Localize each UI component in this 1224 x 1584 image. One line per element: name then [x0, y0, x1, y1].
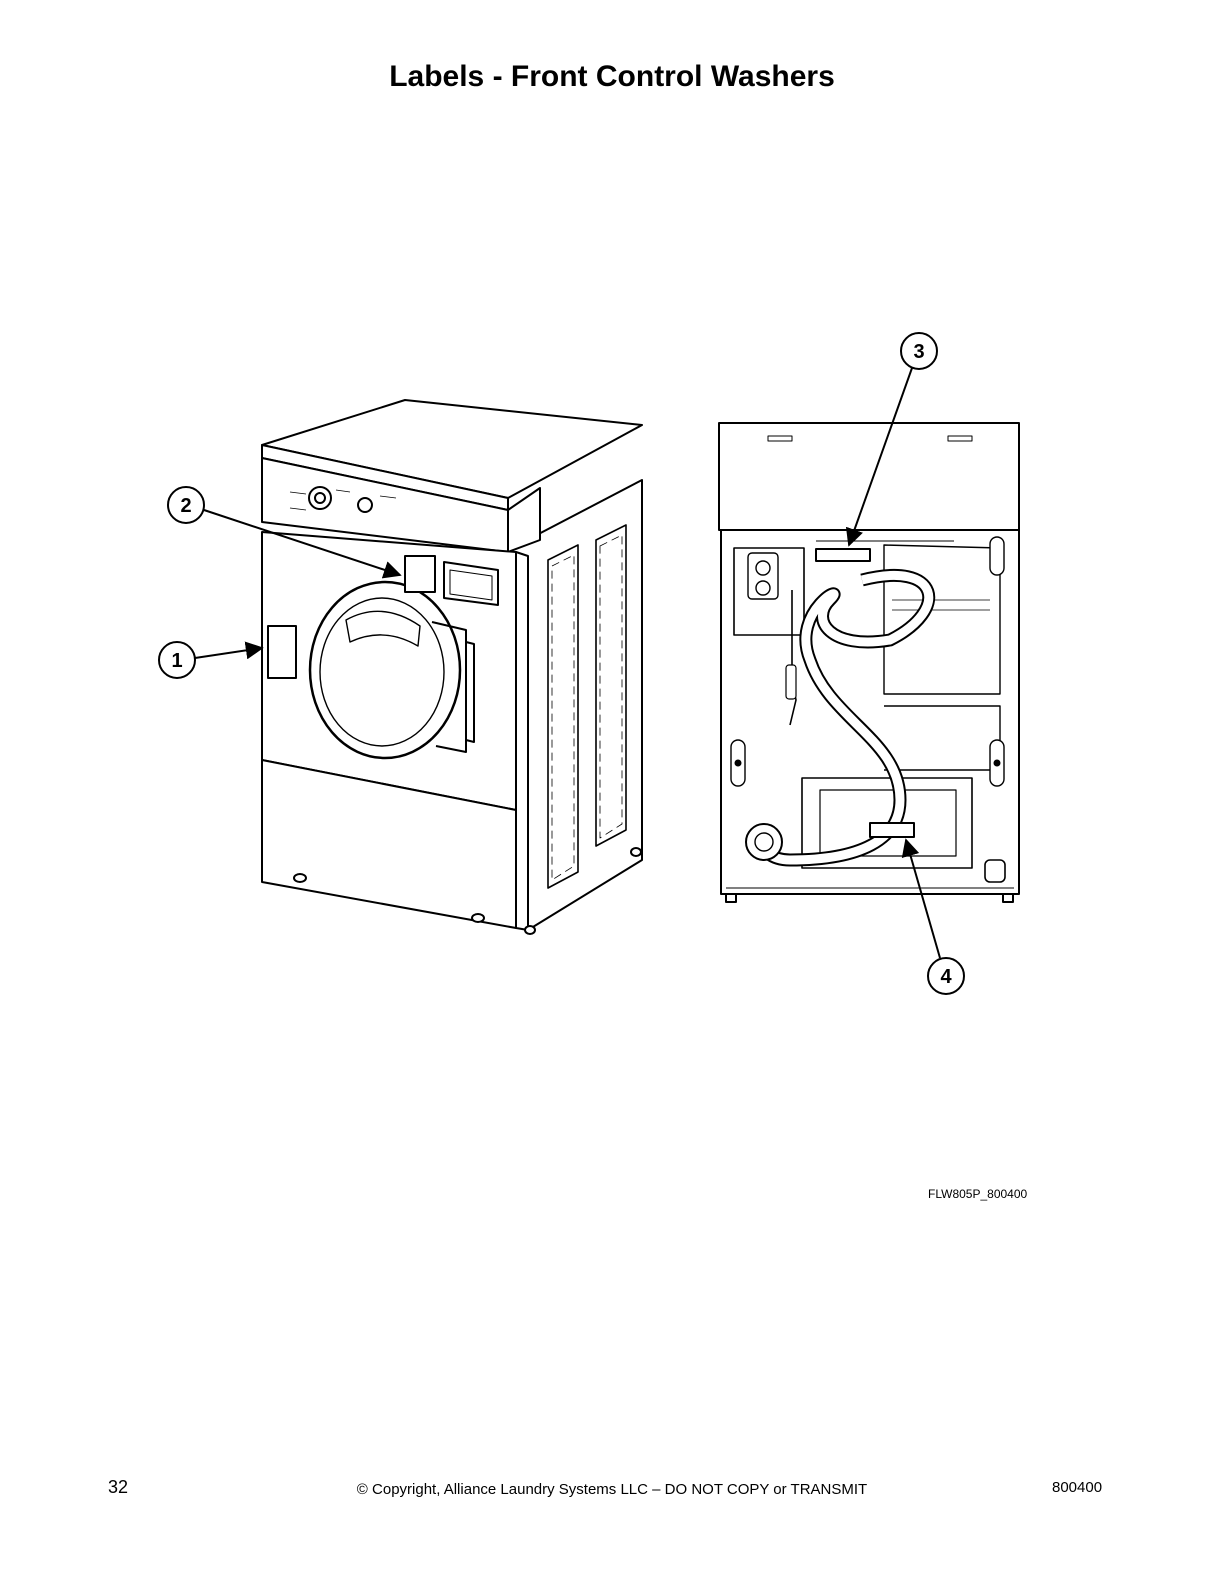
rear-view-drawing — [718, 422, 1020, 903]
document-number: 800400 — [1052, 1479, 1103, 1496]
callout-4-label: 4 — [940, 966, 952, 988]
callout-2: 2 — [167, 486, 402, 579]
callout-3-label: 3 — [913, 341, 924, 363]
figure-id: FLW805P_800400 — [928, 1187, 1028, 1201]
front-washer-drawing — [261, 399, 643, 935]
page-number: 32 — [108, 1477, 129, 1497]
page-title: Labels - Front Control Washers — [389, 60, 835, 93]
callout-1: 1 — [158, 641, 264, 679]
callout-1-label: 1 — [171, 650, 182, 672]
callout-2-label: 2 — [180, 495, 191, 517]
callout-4: 4 — [901, 838, 965, 995]
callout-3: 3 — [845, 332, 938, 547]
copyright-notice: © Copyright, Alliance Laundry Systems LL… — [356, 1481, 868, 1498]
